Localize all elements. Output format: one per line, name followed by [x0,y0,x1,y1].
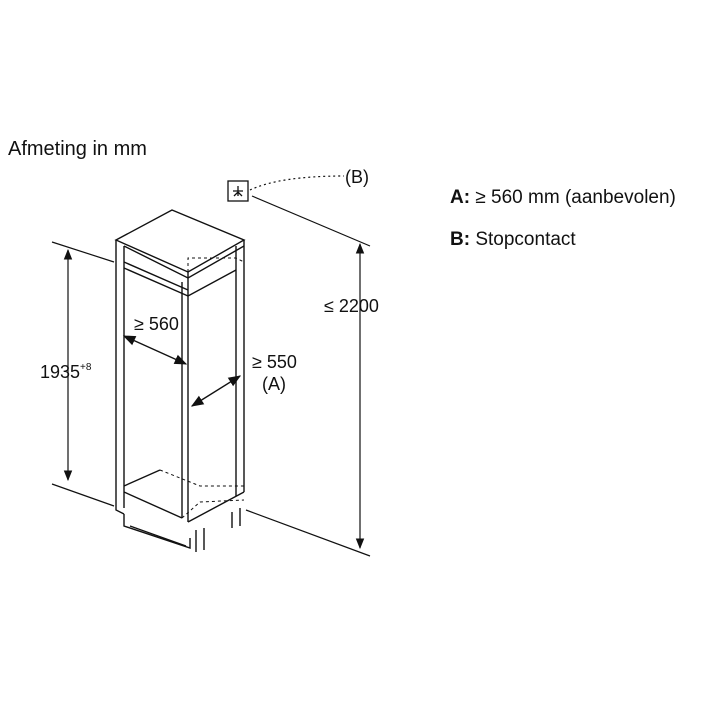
height-value-label: 1935+8 [40,362,92,382]
depth-ref-label: (A) [262,374,286,394]
power-socket-icon [227,180,249,202]
diagram-title: Afmeting in mm [8,138,147,160]
cabinet-niche [114,209,246,552]
depth-arrow [190,375,242,407]
legend-item-b: B: Stopcontact [450,229,576,251]
depth-value-label: ≥ 550 [252,352,297,372]
max-height-dimension [245,195,371,557]
cabinet-hidden-lines [159,257,245,519]
legend-key-a: A: [450,187,471,208]
legend-text-a: ≥ 560 mm (aanbevolen) [475,187,676,208]
width-value-label: ≥ 560 [134,314,179,334]
height-dimension [51,241,115,507]
legend-text-b: Stopcontact [475,229,576,250]
legend-item-a: A: ≥ 560 mm (aanbevolen) [450,187,676,209]
max-height-label: ≤ 2200 [324,296,379,316]
legend-key-b: B: [450,229,471,250]
width-arrow [122,335,188,365]
socket-ref-label: (B) [345,167,369,187]
socket-leader-line [249,175,345,191]
